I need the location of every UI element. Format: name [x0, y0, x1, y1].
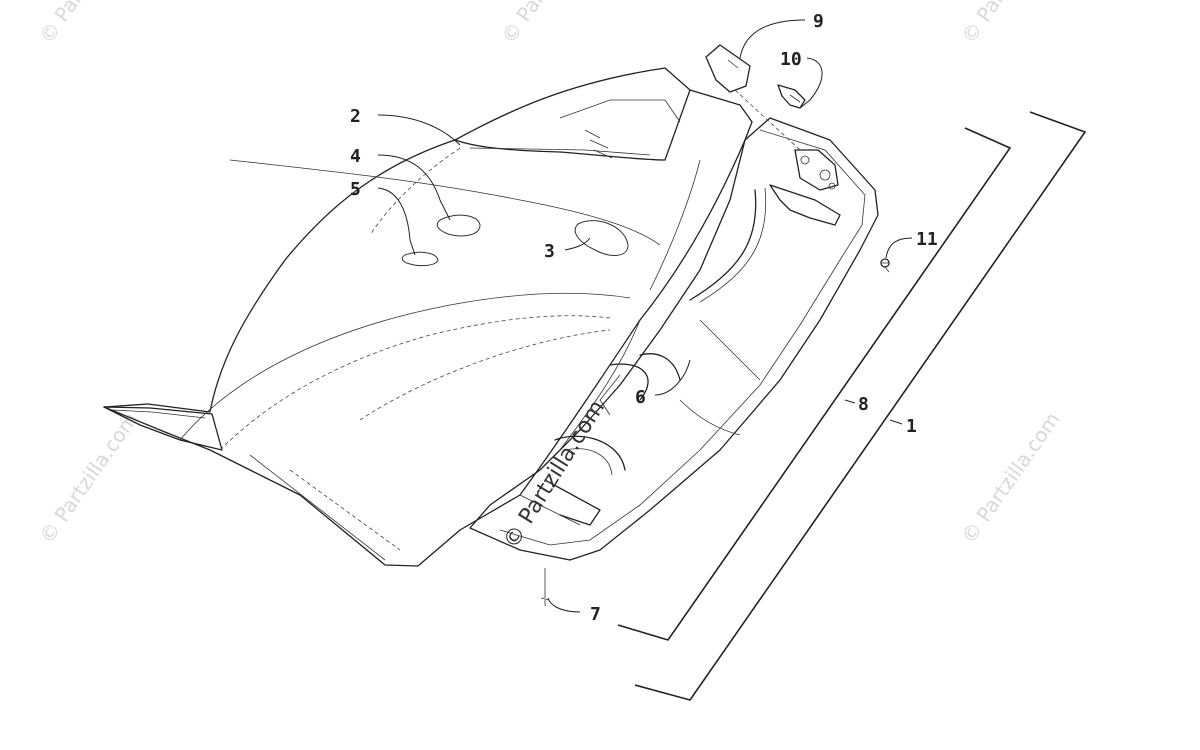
callout-9: 9 [813, 11, 824, 32]
patches [401, 214, 629, 267]
callout-8: 8 [858, 394, 869, 415]
bracket-8 [617, 127, 1012, 641]
watermark-center: © Partzilla.com [499, 396, 610, 553]
watermark-mid-right: © Partzilla.com [956, 408, 1064, 548]
bracket-1 [634, 111, 1087, 701]
callout-11: 11 [916, 229, 938, 250]
watermark-top-center: © Partzilla.com [496, 0, 604, 48]
callout-3: 3 [544, 241, 555, 262]
callout-numbers: 2 4 5 3 6 7 8 1 9 10 11 [350, 11, 938, 625]
callout-2: 2 [350, 106, 361, 127]
part-9-bracket [705, 44, 801, 151]
part-7-fastener [540, 568, 550, 606]
callout-1: 1 [906, 416, 917, 437]
patch-4 [436, 214, 481, 237]
patch-5 [401, 251, 439, 267]
leader-lines [377, 19, 913, 613]
watermark-top-left: © Partzilla.com [34, 0, 142, 48]
part-10-clip [777, 84, 806, 109]
callout-5: 5 [350, 179, 361, 200]
seat-cover [103, 67, 753, 567]
part-11-fastener [880, 258, 890, 273]
seat-base [469, 117, 879, 561]
assembly-brackets [617, 111, 1087, 701]
callout-4: 4 [350, 146, 361, 167]
callout-7: 7 [590, 604, 601, 625]
watermark-top-right: © Partzilla.com [956, 0, 1064, 48]
patch-3 [574, 220, 629, 256]
watermark-mid-left: © Partzilla.com [34, 408, 142, 548]
callout-10: 10 [780, 49, 802, 70]
callout-6: 6 [635, 387, 646, 408]
